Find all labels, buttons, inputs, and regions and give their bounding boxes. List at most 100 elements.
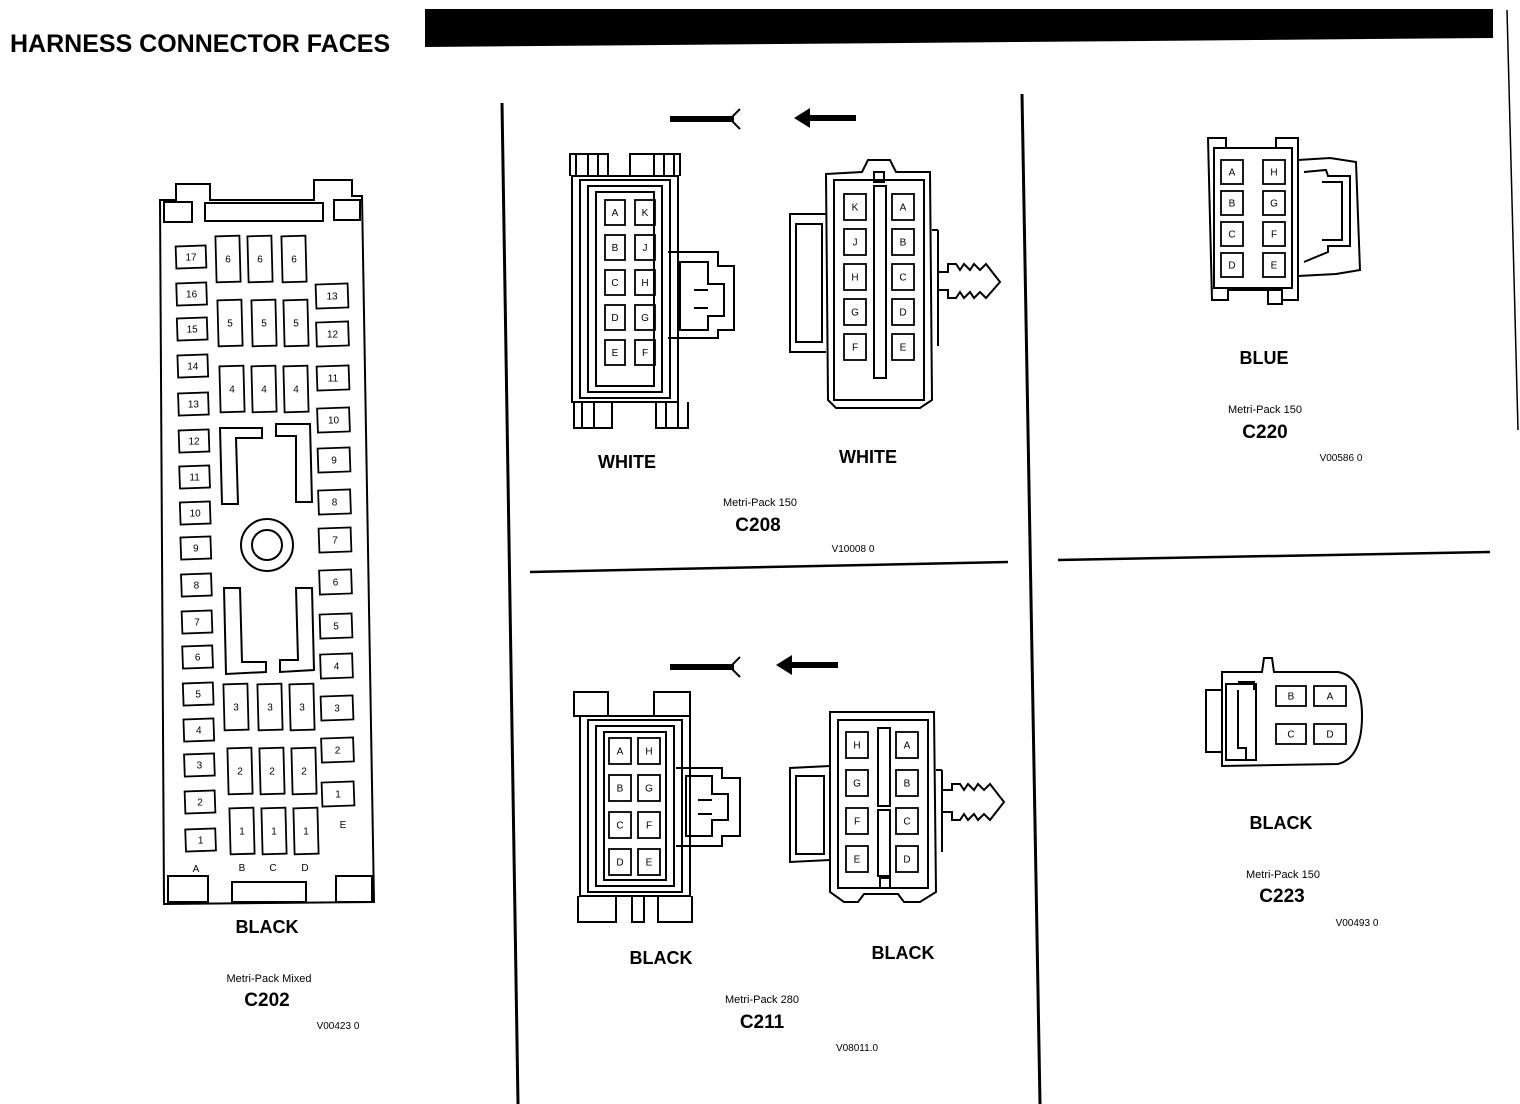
c211-right-pin-D-label: D [903,855,910,866]
c202-pin-e-2-label: 2 [335,746,341,757]
c208-right-pin-J-label: J [853,238,858,249]
c220-pin-F: F [1262,221,1286,247]
c208-left-pin-D-label: D [611,313,618,324]
c211-right-pin-D: D [895,845,919,873]
c208-type-label: Metri-Pack 150 [723,497,797,509]
c202-pin-mid-1-2-label: 1 [303,827,309,838]
c211-right-pin-B: B [895,769,919,797]
c208-ref-label: V10008 0 [832,544,875,555]
c211-right-pin-F: F [845,807,869,835]
c223-pin-B-label: B [1288,692,1295,703]
c202-pin-e-1-label: 1 [335,790,341,801]
c223-id-label: C223 [1259,886,1304,907]
c208-right-pin-A-label: A [900,203,907,214]
c202-pin-mid-5-2-label: 5 [293,319,299,330]
c202-pin-mid-2-1-label: 2 [269,767,275,778]
c202-connector [158,179,376,906]
c208-right-pin-G-label: G [851,308,859,319]
c208-left-pin-E: E [604,339,626,366]
c211-left-pin-A: A [608,737,632,765]
c202-pin-mid-4-2: 4 [282,364,310,414]
c202-pin-mid-2-1: 2 [258,746,286,796]
c223-ref-label: V00493 0 [1336,918,1379,929]
c208-left-pin-H-label: H [641,278,648,289]
c208-right-pin-C: C [891,263,915,291]
c211-right-pin-B-label: B [904,779,911,790]
c211-right-pin-A-label: A [904,741,911,752]
c211-left-pin-B: B [608,774,632,802]
c208-right-pin-A: A [891,193,915,221]
c202-pin-a-9: 9 [179,535,213,561]
c202-pin-a-12-label: 12 [188,437,200,448]
c208-left-pin-B-label: B [612,243,619,254]
c211-type-label: Metri-Pack 280 [725,994,799,1006]
c202-pin-mid-6-1-label: 6 [257,255,263,266]
c202-pin-e-9-label: 9 [331,456,337,467]
c202-letter-c: C [269,863,276,874]
c208-id-label: C208 [735,515,780,536]
c202-pin-a-1-label: 1 [198,836,204,847]
c211-right-pin-A: A [895,731,919,759]
c202-pin-a-15: 15 [175,316,209,342]
c202-pin-mid-6-2: 6 [280,234,308,284]
c202-pin-e-9: 9 [316,446,352,474]
c211-left-pin-B-label: B [617,784,624,795]
c211-left-pin-D: D [608,848,632,876]
c208-direction-arrows [670,108,856,130]
c202-pin-a-17-label: 17 [185,253,197,264]
c208-left-pin-J: J [634,234,656,261]
c208-right-connector [789,159,1002,409]
c202-pin-mid-4-0-label: 4 [229,385,235,396]
c202-pin-mid-6-2-label: 6 [291,255,297,266]
c202-color-label: BLACK [236,917,299,937]
c208-left-pin-E-label: E [612,348,619,359]
c211-right-pin-C-label: C [903,817,910,828]
c208-right-pin-F-label: F [852,343,858,354]
c220-pin-F-label: F [1271,230,1277,241]
c202-pin-mid-3-0: 3 [222,682,250,732]
c220-pin-B: B [1220,190,1244,216]
c208-right-pin-K-label: K [852,203,859,214]
c202-pin-a-8: 8 [180,572,213,598]
c202-pin-mid-5-0-label: 5 [227,319,233,330]
c208-right-pin-K: K [843,193,867,221]
c202-pin-a-3: 3 [183,752,216,778]
c220-pin-C-label: C [1228,230,1235,241]
c208-right-pin-D: D [891,298,915,326]
c208-right-pin-D-label: D [899,308,906,319]
c202-pin-mid-1-1-label: 1 [271,827,277,838]
c202-pin-mid-5-0: 5 [216,298,244,348]
c202-pin-mid-5-1-label: 5 [261,319,267,330]
c220-pin-E: E [1262,252,1286,278]
c202-pin-mid-1-1: 1 [260,806,288,856]
c211-left-pin-H: H [637,737,661,765]
c202-pin-a-6-label: 6 [195,653,201,664]
c202-pin-e-13: 13 [314,282,350,310]
c220-color-label: BLUE [1240,348,1289,368]
c202-letter-e: E [340,820,347,831]
c220-pin-D-label: D [1228,261,1235,272]
c202-pin-mid-4-1: 4 [250,364,278,414]
c220-pin-C: C [1220,221,1244,247]
c208-right-pin-J: J [843,228,867,256]
c202-pin-a-3-label: 3 [197,761,203,772]
c211-direction-arrows [670,655,838,678]
c220-pin-A: A [1220,159,1244,185]
c211-left-pin-C-label: C [616,821,623,832]
c202-pin-a-8-label: 8 [194,581,200,592]
c202-pin-e-6-label: 6 [333,578,339,589]
c208-right-pin-B: B [891,228,915,256]
c202-ref-label: V00423 0 [317,1021,360,1032]
c202-pin-a-4-label: 4 [196,726,202,737]
c202-pin-mid-5-1: 5 [250,298,278,348]
c202-pin-mid-4-1-label: 4 [261,385,267,396]
c202-pin-a-11: 11 [178,464,211,490]
c202-pin-a-5-label: 5 [195,690,201,701]
